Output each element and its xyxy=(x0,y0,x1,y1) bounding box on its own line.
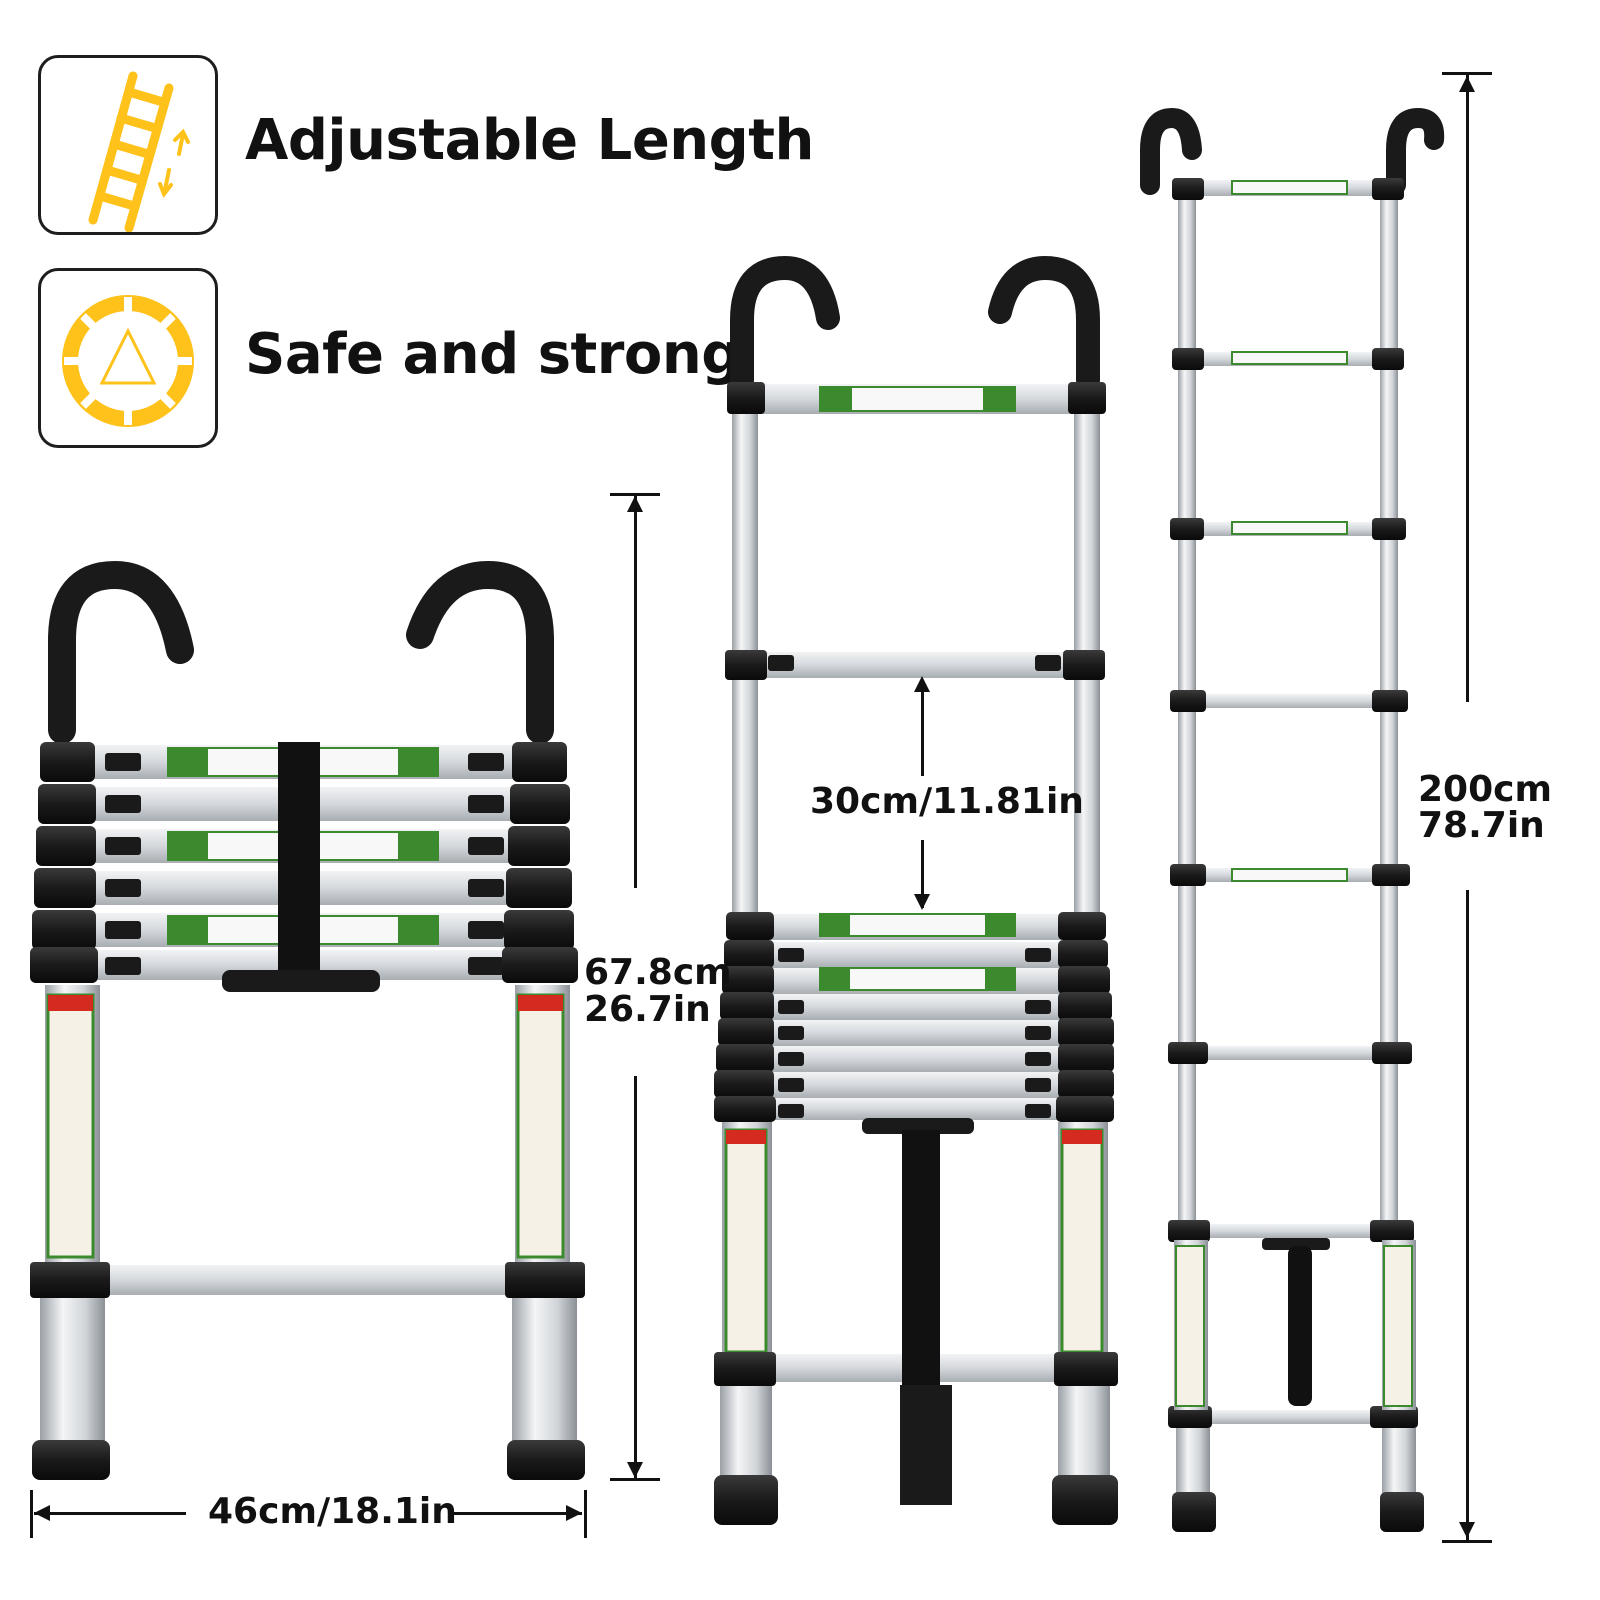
safe-strong-label: Safe and strong xyxy=(245,322,741,387)
collapsed-tick-top xyxy=(610,493,660,496)
width-line-right xyxy=(452,1512,582,1515)
width-label: 46cm/18.1in xyxy=(208,1491,457,1532)
width-line-left xyxy=(34,1512,186,1515)
extended-line-bottom xyxy=(1466,890,1469,1540)
step-spacing-label: 30cm/11.81in xyxy=(810,781,1084,822)
spacing-line-top xyxy=(921,680,924,776)
extended-height-in: 78.7in xyxy=(1418,805,1545,846)
safety-ring-icon xyxy=(62,295,194,427)
adjustable-length-label: Adjustable Length xyxy=(245,108,814,173)
collapsed-line-bottom xyxy=(634,1076,637,1478)
partial-ladder xyxy=(714,255,1118,1525)
collapsed-height-cm: 67.8cm xyxy=(584,952,732,993)
collapsed-line-top xyxy=(634,496,637,888)
collapsed-height-in: 26.7in xyxy=(584,989,711,1030)
extended-height-cm: 200cm xyxy=(1418,769,1552,810)
collapsed-tick-bottom xyxy=(610,1478,660,1481)
safe-strong-icon-box xyxy=(38,268,218,448)
extended-ladder xyxy=(1140,107,1445,1532)
spacing-line-bottom xyxy=(921,840,924,908)
extend-ladder-icon xyxy=(88,71,190,232)
extended-line-top xyxy=(1466,75,1469,702)
collapsed-ladder xyxy=(30,560,585,1480)
width-tick-right xyxy=(584,1490,587,1538)
extended-tick-bottom xyxy=(1442,1540,1492,1543)
extended-tick-top xyxy=(1442,72,1492,75)
width-tick-left xyxy=(30,1490,33,1538)
adjustable-length-icon-box xyxy=(38,55,218,235)
